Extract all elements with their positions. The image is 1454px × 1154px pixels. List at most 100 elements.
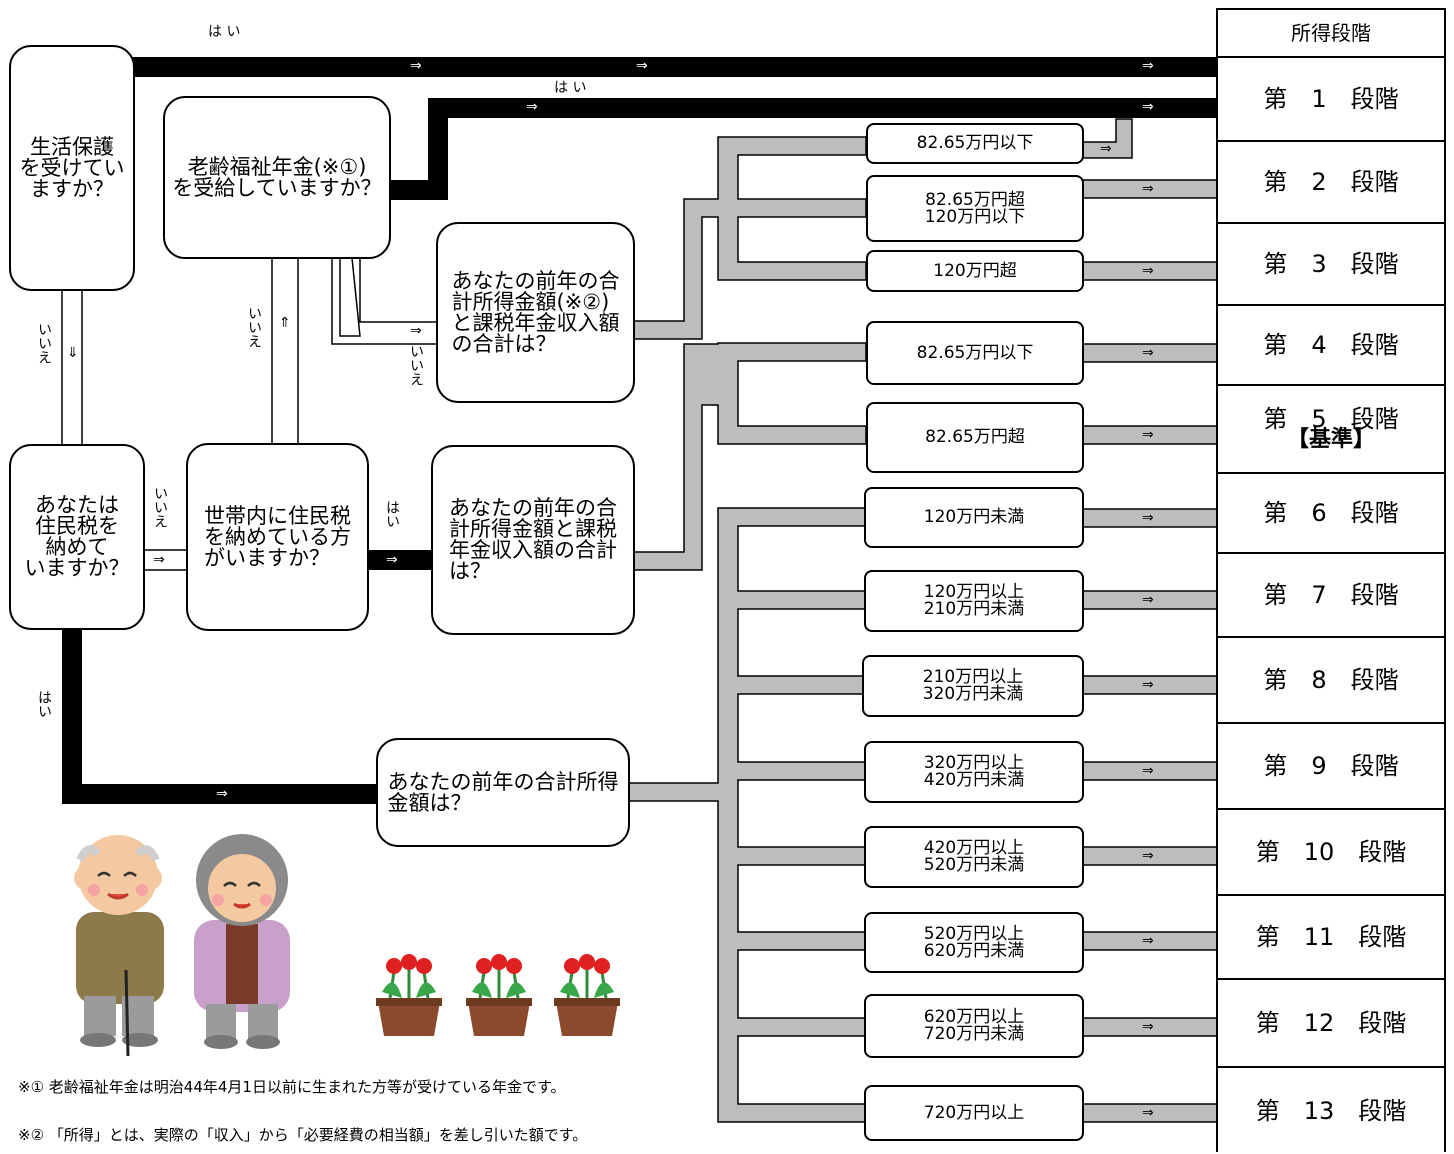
footnote-pension: ※① 老齢福祉年金は明治44年4月1日以前に生まれた方等が受けている年金です。 <box>18 1078 566 1096</box>
question-income-total-text: あなたの前年の合計所得 金額は？ <box>387 769 619 815</box>
stage-row: 第 6 段階 <box>1218 474 1444 554</box>
stage-table: 所得段階 第 1 段階 第 2 段階 第 3 段階 第 4 段階 第 5 段階【… <box>1216 8 1446 1152</box>
arrow-right-icon: ⇒ <box>410 58 422 74</box>
stage-row: 第 2 段階 <box>1218 142 1444 224</box>
question-income-total: あなたの前年の合計所得 金額は？ <box>376 738 630 847</box>
stage-table-header: 所得段階 <box>1218 10 1444 58</box>
range-box: 520万円以上 620万円未満 <box>864 912 1084 973</box>
arrow-right-icon: ⇒ <box>1142 763 1154 779</box>
arrow-down-icon: ⇓ <box>67 689 79 705</box>
range-box: 82.65万円以下 <box>866 123 1084 164</box>
range-text: 82.65万円超 120万円以下 <box>924 189 1026 227</box>
stage-label: 第 1 段階 <box>1263 85 1399 113</box>
question-resident-tax: あなたは 住民税を 納めて いますか？ <box>9 444 145 630</box>
stage-label: 第 4 段階 <box>1263 331 1399 359</box>
range-text: 120万円超 <box>933 260 1017 281</box>
range-box: 120万円超 <box>866 250 1084 292</box>
stage-label: 第 3 段階 <box>1263 250 1399 278</box>
arrow-right-icon: ⇒ <box>216 786 228 802</box>
stage-row: 第 5 段階【基準】 <box>1218 386 1444 474</box>
question-income-pension: あなたの前年の合 計所得金額と課税 年金収入額の合計 は？ <box>431 445 635 635</box>
range-box: 120万円未満 <box>864 487 1084 548</box>
arrow-right-icon: ⇒ <box>153 552 165 568</box>
question-household-tax-text: 世帯内に住民税 を納めている方 がいますか？ <box>204 503 351 570</box>
no-label-resident-tax: いいえ <box>152 486 168 528</box>
range-box: 210万円以上 320万円未満 <box>862 655 1084 717</box>
question-welfare: 生活保護 を受けてい ますか？ <box>9 45 135 291</box>
question-resident-tax-text: あなたは 住民税を 納めて いますか？ <box>24 493 130 580</box>
stage-row: 第 11 段階 <box>1218 896 1444 980</box>
tulip-pots-illustration <box>376 954 620 1036</box>
stage-label: 第 5 段階 <box>1263 405 1399 433</box>
range-text: 420万円以上 520万円未満 <box>923 838 1025 875</box>
range-text: 82.65万円超 <box>925 427 1025 447</box>
range-box: 620万円以上 720万円未満 <box>864 994 1084 1058</box>
stage-label: 第 2 段階 <box>1263 168 1399 196</box>
stage-row: 第 3 段階 <box>1218 224 1444 306</box>
question-pension-text: 老齢福祉年金(※①) を受給していますか？ <box>172 154 382 200</box>
no-label-pension: いいえ <box>408 344 424 386</box>
yes-label-resident-tax: はい <box>36 690 52 718</box>
tulip-pot <box>554 954 620 1036</box>
question-pension: 老齢福祉年金(※①) を受給していますか？ <box>163 96 391 259</box>
range-text: 620万円以上 720万円未満 <box>923 1007 1025 1044</box>
footnote-income: ※② 「所得」とは、実際の「収入」から「必要経費の相当額」を差し引いた額です。 <box>18 1126 588 1144</box>
range-box: 120万円以上 210万円未満 <box>864 570 1084 632</box>
stage-row: 第 4 段階 <box>1218 306 1444 386</box>
arrow-right-icon: ⇒ <box>1142 592 1154 608</box>
range-text: 720万円以上 <box>923 1102 1025 1123</box>
stage-row: 第 8 段階 <box>1218 638 1444 724</box>
range-box: 82.65万円超 <box>866 402 1084 473</box>
arrow-right-icon: ⇒ <box>636 58 648 74</box>
stage-label: 第 12 段階 <box>1255 1009 1407 1037</box>
stage-row: 第 1 段階 <box>1218 58 1444 142</box>
range-text: 82.65万円以下 <box>916 133 1034 153</box>
no-label-welfare: いいえ <box>36 322 52 364</box>
yes-label-pension: は い <box>554 80 587 96</box>
arrow-right-icon: ⇒ <box>1142 1019 1154 1035</box>
question-income-pension-text: あなたの前年の合 計所得金額と課税 年金収入額の合計 は？ <box>449 496 617 583</box>
grandfather-figure <box>74 835 164 1057</box>
tulip-pot <box>466 954 532 1036</box>
arrow-right-icon: ⇒ <box>1142 99 1154 115</box>
stage-label: 第 6 段階 <box>1263 499 1399 527</box>
range-box: 720万円以上 <box>864 1085 1084 1141</box>
yes-label-household: はい <box>384 500 400 528</box>
arrow-right-icon: ⇒ <box>1142 848 1154 864</box>
arrow-right-icon: ⇒ <box>1142 427 1154 443</box>
arrow-right-icon: ⇒ <box>1142 933 1154 949</box>
arrow-right-icon: ⇒ <box>1142 58 1154 74</box>
arrow-right-icon: ⇒ <box>1142 1105 1154 1121</box>
question-welfare-text: 生活保護 を受けてい ますか？ <box>19 134 125 201</box>
stage-label: 第 7 段階 <box>1263 581 1399 609</box>
arrow-up-icon: ⇑ <box>279 315 291 331</box>
stage-row: 第 7 段階 <box>1218 554 1444 638</box>
arrow-down-icon: ⇓ <box>67 345 79 361</box>
stage-row: 第 12 段階 <box>1218 980 1444 1068</box>
arrow-right-icon: ⇒ <box>1142 345 1154 361</box>
stage-label: 第 9 段階 <box>1263 752 1399 780</box>
range-text: 120万円以上 210万円未満 <box>923 582 1025 619</box>
range-text: 210万円以上 320万円未満 <box>922 667 1024 704</box>
stage-row: 第 13 段階 <box>1218 1068 1444 1154</box>
range-box: 82.65万円超 120万円以下 <box>866 175 1084 242</box>
no-label-household: いいえ <box>246 306 262 348</box>
range-text: 320万円以上 420万円未満 <box>923 753 1025 790</box>
stage-label: 第 8 段階 <box>1263 666 1399 694</box>
standard-mark: 【基準】 <box>1286 427 1375 452</box>
stage-row: 第 9 段階 <box>1218 724 1444 810</box>
range-box: 320万円以上 420万円未満 <box>864 741 1084 803</box>
range-box: 420万円以上 520万円未満 <box>864 826 1084 888</box>
range-text: 82.65万円以下 <box>916 342 1034 363</box>
question-income-pension-note-text: あなたの前年の合 計所得金額(※②) と課税年金収入額 の合計は？ <box>451 268 620 356</box>
stage-table-header-text: 所得段階 <box>1291 21 1371 45</box>
question-income-pension-note: あなたの前年の合 計所得金額(※②) と課税年金収入額 の合計は？ <box>436 222 635 403</box>
range-text: 120万円未満 <box>923 507 1025 527</box>
arrow-right-icon: ⇒ <box>1100 141 1112 157</box>
grandmother-figure <box>194 834 290 1049</box>
arrow-right-icon: ⇒ <box>1142 181 1154 197</box>
stage-label: 第 13 段階 <box>1255 1097 1407 1125</box>
stage-label: 第 11 段階 <box>1255 923 1407 951</box>
